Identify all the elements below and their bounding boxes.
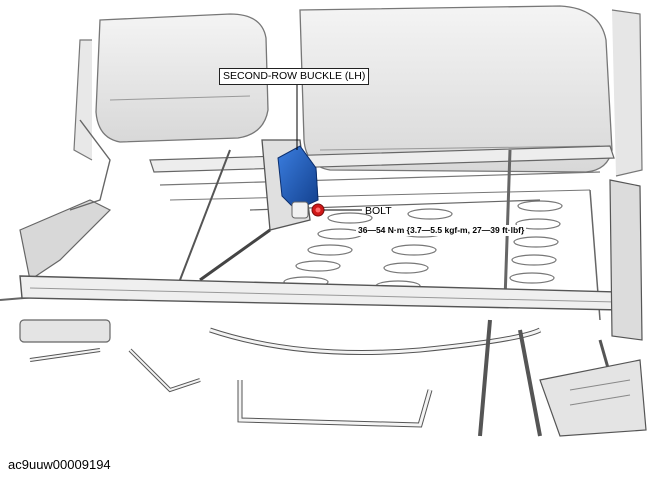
bolt-icon [311,203,325,217]
recliner-mechanism [539,359,647,437]
seat-back-left [73,13,269,161]
callout-bolt: BOLT [365,205,392,217]
seat-belt-buckle-icon [277,145,319,219]
seat-springs [283,200,563,292]
figure-id: ac9uuw00009194 [8,457,111,472]
rear-rail [149,145,615,201]
front-tube [19,179,643,341]
left-side-structure [0,119,121,343]
leader-lines [296,84,362,211]
seat-back-right [299,5,643,177]
callout-second-row-buckle: SECOND-ROW BUCKLE (LH) [219,68,370,85]
seat-frame-illustration [0,5,647,437]
lower-rails [29,319,622,437]
callout-torque-spec: 36—54 N·m {3.7—5.5 kgf-m, 27—39 ft·lbf} [356,225,527,236]
